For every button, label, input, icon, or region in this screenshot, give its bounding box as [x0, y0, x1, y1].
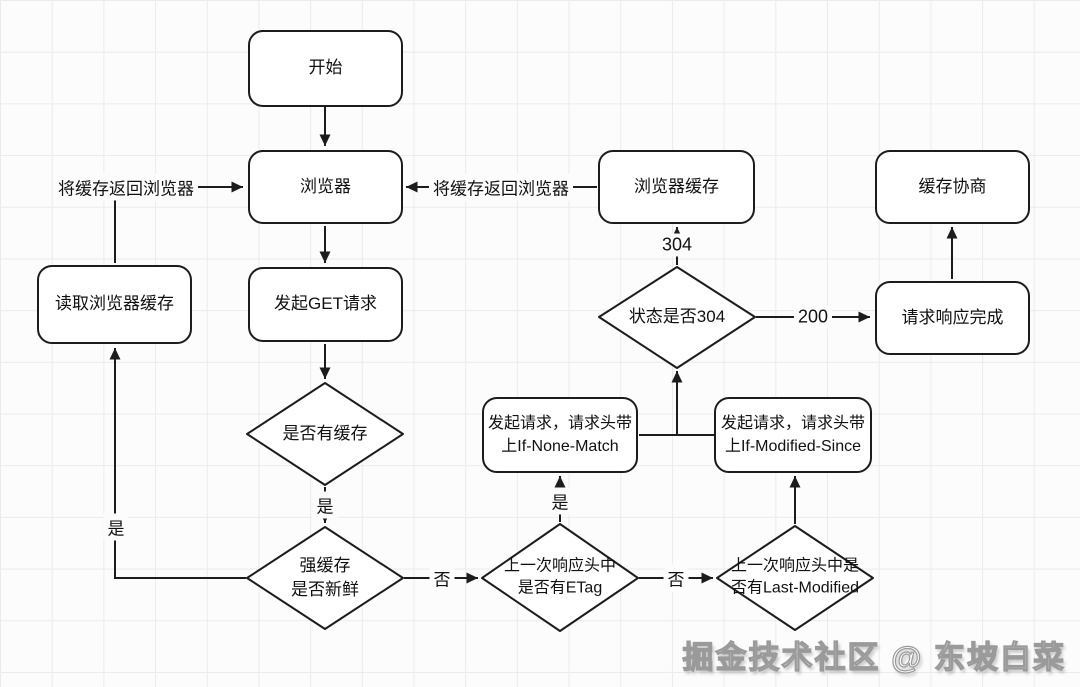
node-browser-cache-label: 浏览器缓存: [634, 176, 719, 196]
edge-label-return-cache-right: 将缓存返回浏览器: [429, 173, 573, 201]
node-read-cache-label: 读取浏览器缓存: [55, 294, 174, 314]
edge-label-yes-has-cache: 是: [312, 491, 338, 519]
node-has-etag-label: 上一次响应头中 是否有ETag: [503, 557, 617, 597]
node-browser-cache: 浏览器缓存: [598, 150, 755, 224]
node-start-label: 开始: [308, 58, 343, 78]
node-browser-label: 浏览器: [300, 176, 351, 196]
edge-label-return-cache-left: 将缓存返回浏览器: [54, 173, 198, 201]
node-strong-cache-label: 强缓存 是否新鲜: [291, 556, 359, 599]
node-has-cache-label: 是否有缓存: [282, 424, 368, 444]
edge-label-304: 304: [657, 233, 697, 257]
watermark-text: 掘金技术社区 @ 东坡白菜: [682, 639, 1066, 675]
node-start: 开始: [248, 30, 403, 107]
edge-strong-cache-to-read-cache: [109, 348, 246, 579]
node-cache-negotiation-label: 缓存协商: [918, 176, 987, 196]
node-has-etag-shape: [481, 523, 639, 632]
node-cache-negotiation: 缓存协商: [875, 150, 1030, 224]
node-read-cache: 读取浏览器缓存: [37, 265, 192, 344]
node-if-modified-since: 发起请求，请求头带 上If-Modified-Since: [714, 397, 872, 473]
node-response-complete-label: 请求响应完成: [901, 307, 1004, 327]
node-has-last-modified-shape: [716, 525, 874, 631]
edge-label-no-strong-cache: 否: [429, 564, 455, 592]
node-status-304-shape: [598, 266, 756, 369]
node-if-none-match: 发起请求，请求头带 上If-None-Match: [482, 397, 638, 473]
edge-label-yes-etag: 是: [547, 487, 573, 515]
node-browser: 浏览器: [248, 150, 403, 224]
node-if-modified-since-label: 发起请求，请求头带 上If-Modified-Since: [720, 414, 865, 455]
edge-label-no-etag: 否: [663, 564, 689, 592]
edge-label-200: 200: [793, 305, 833, 329]
node-get-request-label: 发起GET请求: [274, 294, 377, 314]
node-has-last-modified-label: 上一次响应头中是 否有Last-Modified: [730, 557, 860, 597]
node-has-cache-shape: [246, 382, 404, 486]
node-status-304-label: 状态是否304: [628, 307, 726, 327]
node-response-complete: 请求响应完成: [875, 281, 1030, 355]
node-if-none-match-label: 发起请求，请求头带 上If-None-Match: [487, 414, 632, 455]
edge-label-yes-strong-cache: 是: [103, 513, 129, 541]
node-get-request: 发起GET请求: [248, 267, 403, 342]
node-strong-cache-shape: [246, 526, 404, 630]
